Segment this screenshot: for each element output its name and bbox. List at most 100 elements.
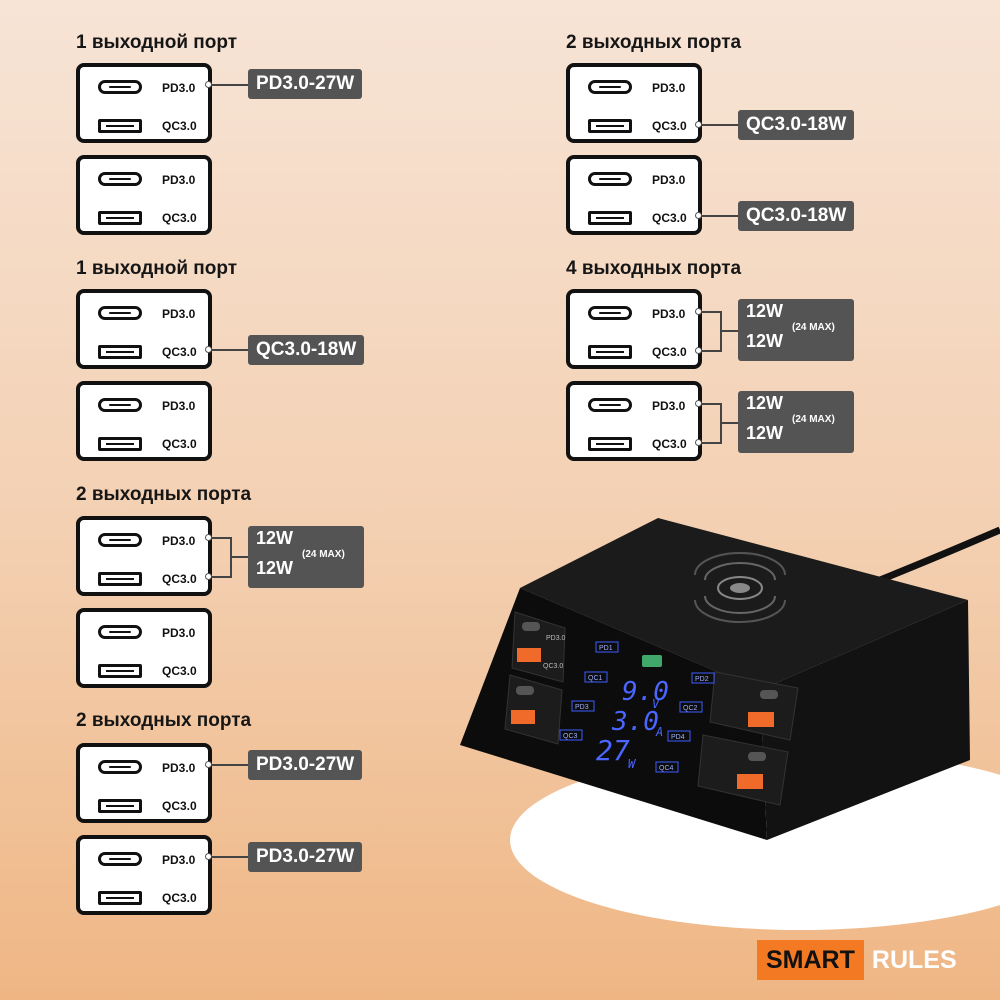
lcd-display: 9.0 V 3.0 A 27 W PD1 QC1 PD3 QC3 PD2 QC2… [559, 641, 715, 773]
connector-dot [205, 534, 212, 541]
usb-a-port-icon [98, 664, 142, 678]
qc-port-label: QC3.0 [162, 119, 197, 133]
section-title-single-qc: 1 выходной порт [76, 258, 238, 279]
connector-dot [695, 308, 702, 315]
lcd-current: 3.0 [611, 707, 659, 737]
callout-pd-27w: PD3.0-27W [248, 69, 363, 99]
callout-qc-18w: QC3.0-18W [738, 110, 855, 140]
callout-qc-18w: QC3.0-18W [248, 335, 365, 365]
pd-port-label: PD3.0 [652, 307, 686, 321]
connector-line [230, 556, 248, 558]
callout-shared-12w: 12W (24 MAX) 12W [738, 299, 854, 361]
lcd-current-unit: A [655, 725, 663, 739]
usb-c-port-icon [98, 398, 142, 412]
usb-a-port-icon [98, 799, 142, 813]
charger-port-group: PD3.0 QC3.0 [566, 289, 702, 369]
callout-qc-18w: QC3.0-18W [738, 201, 855, 231]
charger-port-group: PD3.0 QC3.0 [76, 835, 212, 915]
lcd-voltage: 9.0 [622, 677, 669, 707]
connector-line [702, 124, 738, 126]
charger-port-group: PD3.0 QC3.0 [76, 516, 212, 596]
qc-port-label: QC3.0 [162, 572, 197, 586]
connector-line [702, 311, 721, 313]
charger-port-group: PD3.0 QC3.0 [76, 608, 212, 688]
usb-c-slot [516, 686, 534, 695]
pd-port-label: PD3.0 [652, 399, 686, 413]
usb-a-port-icon [588, 119, 632, 133]
lcd-port-pd2: PD2 [695, 676, 709, 683]
section-title-single-pd: 1 выходной порт [76, 32, 238, 53]
usb-c-port-icon [98, 533, 142, 547]
brand-logo-smart: SMART [757, 940, 864, 980]
qc-port-label: QC3.0 [652, 437, 687, 451]
brand-logo-rules: RULES [871, 946, 957, 974]
max-label: (24 MAX) [792, 414, 835, 425]
pd-port-label: PD3.0 [162, 761, 196, 775]
usb-a-port-icon [98, 572, 142, 586]
connector-line [720, 422, 738, 424]
lcd-power-unit: W [628, 757, 637, 771]
section-title-dual-pd: 2 выходных порта [76, 710, 252, 731]
lcd-power: 27 [596, 734, 630, 767]
watt-label: 12W [746, 301, 784, 321]
connector-dot [695, 212, 702, 219]
section-title-dual-qc: 2 выходных порта [566, 32, 742, 53]
lcd-port-qc4: QC4 [659, 765, 674, 772]
usb-c-port-icon [588, 172, 632, 186]
connector-dot [205, 761, 212, 768]
device-pd-label: PD3.0 [546, 635, 566, 642]
usb-c-port-icon [588, 80, 632, 94]
charger-port-group: PD3.0 QC3.0 [566, 63, 702, 143]
pd-port-label: PD3.0 [652, 173, 686, 187]
usb-c-port-icon [588, 398, 632, 412]
callout-pd-27w: PD3.0-27W [248, 750, 363, 780]
connector-line [702, 442, 721, 444]
usb-a-port-icon [588, 345, 632, 359]
charger-port-group: PD3.0 QC3.0 [76, 63, 212, 143]
qc-port-label: QC3.0 [652, 345, 687, 359]
connector-dot [205, 81, 212, 88]
section-title-dual-shared: 2 выходных порта [76, 484, 252, 505]
usb-c-port-icon [98, 306, 142, 320]
watt-label: 12W [746, 393, 784, 413]
watt-label: 12W [746, 423, 784, 443]
connector-dot [205, 573, 212, 580]
pd-port-label: PD3.0 [162, 626, 196, 640]
usb-c-port-icon [98, 80, 142, 94]
pd-port-label: PD3.0 [162, 399, 196, 413]
pd-port-label: PD3.0 [162, 81, 196, 95]
device-side [760, 600, 970, 840]
pd-port-label: PD3.0 [162, 173, 196, 187]
usb-a-port-icon [588, 437, 632, 451]
connector-line [212, 537, 231, 539]
usb-a-port-icon [588, 211, 632, 225]
qc-port-label: QC3.0 [162, 345, 197, 359]
watt-label: 12W [746, 331, 784, 351]
usb-a-slot [517, 648, 541, 662]
charger-port-group: PD3.0 QC3.0 [76, 381, 212, 461]
max-label: (24 MAX) [302, 549, 345, 560]
lcd-voltage-unit: V [652, 697, 660, 711]
usb-a-port-icon [98, 437, 142, 451]
lcd-port-qc1: QC1 [588, 675, 603, 682]
watt-label: 12W [256, 558, 294, 578]
callout-shared-12w: 12W (24 MAX) 12W [248, 526, 364, 588]
charger-port-group: PD3.0 QC3.0 [566, 155, 702, 235]
charger-port-group: PD3.0 QC3.0 [76, 743, 212, 823]
qc-port-label: QC3.0 [652, 119, 687, 133]
lcd-port-pd3: PD3 [575, 704, 589, 711]
usb-a-port-icon [98, 211, 142, 225]
brand-logo: SMART RULES [757, 940, 965, 980]
usb-a-slot [511, 710, 535, 724]
wireless-charging-icon [694, 552, 786, 623]
connector-line [212, 764, 248, 766]
usb-c-slot [760, 690, 778, 699]
pd-port-label: PD3.0 [162, 853, 196, 867]
usb-a-port-icon [98, 345, 142, 359]
usb-a-port-icon [98, 119, 142, 133]
usb-c-port-icon [588, 306, 632, 320]
qc-port-label: QC3.0 [162, 891, 197, 905]
qc-port-label: QC3.0 [162, 664, 197, 678]
usb-a-slot [748, 712, 774, 727]
